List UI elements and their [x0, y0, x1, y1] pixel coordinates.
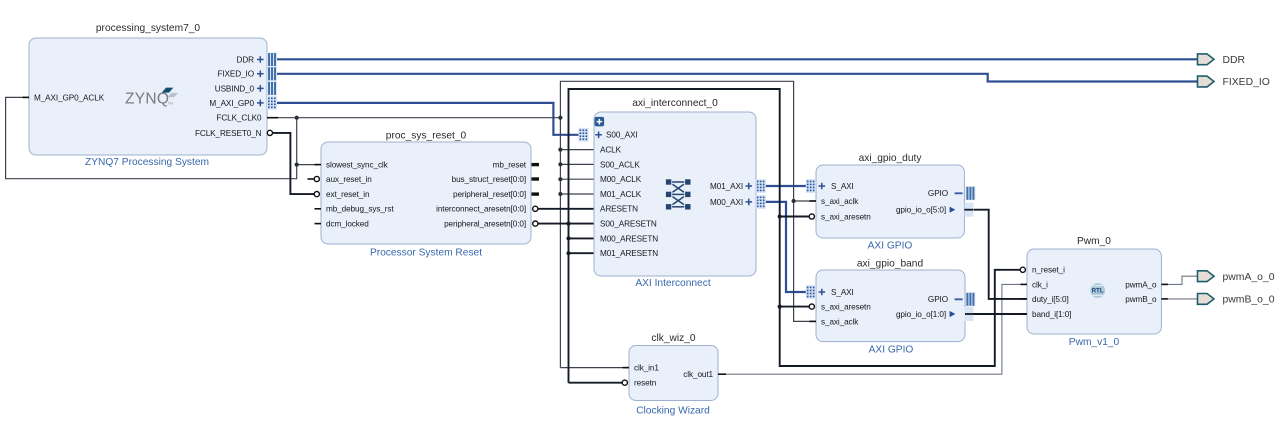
- svg-text:ARESETN: ARESETN: [600, 205, 638, 214]
- svg-text:GPIO: GPIO: [928, 295, 948, 304]
- svg-text:M_AXI_GP0: M_AXI_GP0: [209, 99, 254, 108]
- svg-text:Pwm_v1_0: Pwm_v1_0: [1069, 337, 1120, 348]
- svg-text:ACLK: ACLK: [600, 146, 622, 155]
- svg-text:FIXED_IO: FIXED_IO: [217, 70, 254, 79]
- svg-text:pwmA_o: pwmA_o: [1125, 280, 1157, 289]
- svg-text:proc_sys_reset_0: proc_sys_reset_0: [386, 131, 467, 142]
- svg-text:Clocking Wizard: Clocking Wizard: [636, 406, 710, 417]
- svg-text:slowest_sync_clk: slowest_sync_clk: [326, 161, 389, 170]
- svg-text:axi_gpio_duty: axi_gpio_duty: [859, 153, 923, 164]
- svg-text:GPIO: GPIO: [928, 189, 948, 198]
- svg-text:mb_debug_sys_rst: mb_debug_sys_rst: [326, 205, 394, 214]
- svg-text:M00_ACLK: M00_ACLK: [600, 175, 642, 184]
- svg-text:M_AXI_GP0_ACLK: M_AXI_GP0_ACLK: [34, 93, 105, 102]
- svg-text:Processor System Reset: Processor System Reset: [370, 247, 482, 258]
- svg-text:Pwm_0: Pwm_0: [1077, 236, 1111, 247]
- svg-text:TM: TM: [168, 101, 173, 105]
- svg-text:bus_struct_reset[0:0]: bus_struct_reset[0:0]: [452, 175, 526, 184]
- svg-text:S_AXI: S_AXI: [831, 182, 854, 191]
- svg-text:FCLK_RESET0_N: FCLK_RESET0_N: [195, 129, 262, 138]
- svg-text:peripheral_reset[0:0]: peripheral_reset[0:0]: [453, 190, 526, 199]
- svg-text:DDR: DDR: [1223, 55, 1246, 66]
- svg-text:mb_reset: mb_reset: [493, 161, 527, 170]
- svg-text:processing_system7_0: processing_system7_0: [96, 23, 201, 34]
- svg-text:USBIND_0: USBIND_0: [215, 84, 255, 93]
- svg-text:AXI GPIO: AXI GPIO: [868, 240, 913, 251]
- svg-text:s_axi_aresetn: s_axi_aresetn: [821, 212, 871, 221]
- svg-text:ext_reset_in: ext_reset_in: [326, 190, 370, 199]
- svg-text:n_reset_i: n_reset_i: [1032, 266, 1065, 275]
- svg-text:s_axi_aresetn: s_axi_aresetn: [821, 303, 871, 312]
- svg-text:clk_out1: clk_out1: [683, 370, 713, 379]
- svg-text:pwmA_o_0: pwmA_o_0: [1223, 272, 1275, 283]
- svg-text:clk_i: clk_i: [1032, 280, 1048, 289]
- svg-text:AXI Interconnect: AXI Interconnect: [635, 278, 710, 289]
- svg-text:M01_AXI: M01_AXI: [710, 182, 743, 191]
- svg-text:axi_interconnect_0: axi_interconnect_0: [632, 98, 718, 109]
- svg-text:resetn: resetn: [634, 379, 657, 388]
- svg-text:s_axi_aclk: s_axi_aclk: [821, 197, 859, 206]
- svg-text:clk_in1: clk_in1: [634, 364, 659, 373]
- svg-text:M00_AXI: M00_AXI: [710, 198, 743, 207]
- svg-text:gpio_io_o[1:0]: gpio_io_o[1:0]: [896, 310, 946, 319]
- svg-text:duty_i[5:0]: duty_i[5:0]: [1032, 295, 1069, 304]
- svg-text:clk_wiz_0: clk_wiz_0: [651, 333, 695, 344]
- svg-text:ZYNQ7 Processing System: ZYNQ7 Processing System: [85, 157, 209, 168]
- svg-text:RTL: RTL: [1092, 289, 1104, 295]
- svg-text:S_AXI: S_AXI: [831, 288, 854, 297]
- svg-text:DDR: DDR: [237, 55, 255, 64]
- svg-text:peripheral_aresetn[0:0]: peripheral_aresetn[0:0]: [444, 220, 526, 229]
- svg-text:S00_ACLK: S00_ACLK: [600, 160, 640, 169]
- svg-text:ZYNQ: ZYNQ: [125, 91, 169, 108]
- svg-text:dcm_locked: dcm_locked: [326, 220, 369, 229]
- svg-text:pwmB_o: pwmB_o: [1125, 295, 1157, 304]
- svg-text:S00_ARESETN: S00_ARESETN: [600, 220, 657, 229]
- svg-text:M00_ARESETN: M00_ARESETN: [600, 234, 658, 243]
- svg-text:aux_reset_in: aux_reset_in: [326, 175, 372, 184]
- svg-text:AXI GPIO: AXI GPIO: [869, 345, 914, 356]
- svg-text:S00_AXI: S00_AXI: [606, 131, 638, 140]
- svg-text:FIXED_IO: FIXED_IO: [1223, 77, 1270, 88]
- svg-text:M01_ACLK: M01_ACLK: [600, 190, 642, 199]
- svg-text:FCLK_CLK0: FCLK_CLK0: [216, 114, 262, 123]
- svg-text:band_i[1:0]: band_i[1:0]: [1032, 310, 1071, 319]
- svg-text:interconnect_aresetn[0:0]: interconnect_aresetn[0:0]: [436, 205, 526, 214]
- svg-text:pwmB_o_0: pwmB_o_0: [1223, 295, 1275, 306]
- svg-text:s_axi_aclk: s_axi_aclk: [821, 317, 859, 326]
- svg-text:axi_gpio_band: axi_gpio_band: [857, 259, 924, 270]
- svg-text:M01_ARESETN: M01_ARESETN: [600, 249, 658, 258]
- svg-text:gpio_io_o[5:0]: gpio_io_o[5:0]: [896, 206, 946, 215]
